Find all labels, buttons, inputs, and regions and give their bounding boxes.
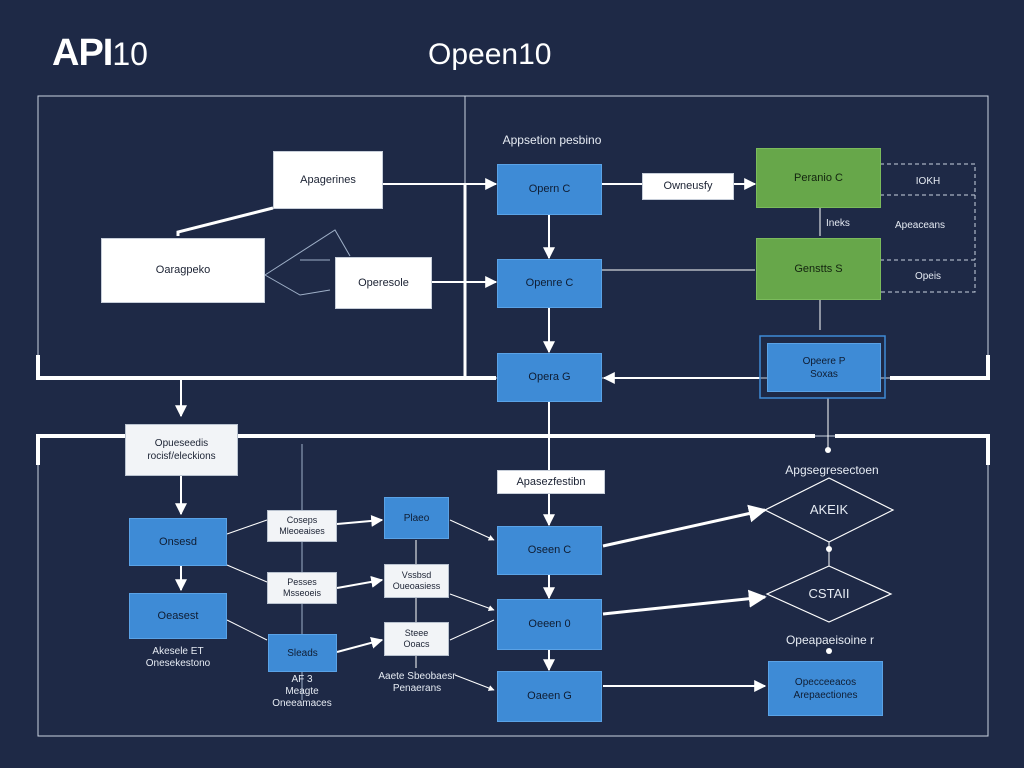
side-label-low: Opeis — [914, 271, 942, 282]
connector-mid-center1 — [449, 519, 495, 541]
connector-center1-diamond1 — [602, 504, 767, 548]
node-green-1[interactable]: Peranio C — [756, 148, 881, 208]
wire-left1-white2 — [226, 564, 268, 583]
framed-outline — [759, 335, 886, 399]
right-caption: Apgsegresectoen — [785, 463, 879, 477]
node-open-c-2[interactable]: Openre C — [497, 259, 602, 308]
thin-wire-2 — [264, 274, 331, 296]
side-label-mid-left: Ineks — [826, 218, 850, 229]
connector-caption-center3 — [454, 674, 495, 691]
side-label-mid-right: Apeaceans — [895, 220, 946, 231]
page-title-bold: API — [52, 32, 113, 74]
page-title-thin: 10 — [112, 36, 148, 72]
connector-oaragpeko-apagerines — [176, 206, 274, 236]
connector-mid-center2 — [449, 593, 495, 611]
junction-dot-1 — [826, 546, 832, 552]
node-open-c-1[interactable]: Opern C — [497, 164, 602, 215]
node-ownetsfy[interactable]: Owneusfy — [642, 173, 734, 200]
center-caption-box[interactable]: Apasezfestibn — [497, 470, 605, 494]
node-center-blue-1[interactable]: Oseen C — [497, 526, 602, 575]
diamond-2-label: CSTAII — [808, 586, 850, 601]
node-mid-white-1[interactable]: Vssbsd Oueoasiess — [384, 564, 449, 598]
node-oaragpeko[interactable]: Oaragpeko — [101, 238, 265, 303]
bottom-right-bus-bar — [835, 434, 990, 465]
node-apagerines[interactable]: Apagerines — [273, 151, 383, 209]
connector-blue-mid — [336, 636, 384, 653]
junction-dot-3 — [825, 447, 831, 453]
node-center-blue-3[interactable]: Oaeen G — [497, 671, 602, 722]
junction-dot-2 — [826, 648, 832, 654]
center-title: Opeen10 — [428, 38, 552, 71]
connector-white1-mid — [336, 514, 384, 527]
connector-center2-diamond2 — [602, 589, 767, 616]
small-caption: AF 3 Meagte Oneeamaces — [272, 674, 332, 709]
page-title: API10 — [52, 32, 148, 75]
bottom-bus-bar — [36, 434, 815, 465]
connector-mid-center3 — [449, 619, 495, 641]
node-mid-blue[interactable]: Plaeo — [384, 497, 449, 539]
node-small-white-2[interactable]: Pesses Msseoeis — [267, 572, 337, 604]
node-operesole[interactable]: Operesole — [335, 257, 432, 309]
node-green-2[interactable]: Genstts S — [756, 238, 881, 300]
decision-diamond-1[interactable] — [763, 477, 895, 543]
node-center-blue-2[interactable]: Oeeen 0 — [497, 599, 602, 650]
node-left-blue-1[interactable]: Onsesd — [129, 518, 227, 566]
node-right-blue[interactable]: Opecceeacos Arepaectiones — [768, 661, 883, 716]
node-framed-blue[interactable]: Opeere P Soxas — [767, 343, 881, 392]
connector-white2-mid — [336, 575, 384, 589]
top-bus-bar — [36, 355, 496, 380]
left-caption: Akesele ET Onesekestono — [145, 646, 211, 669]
wire-left1-white1 — [226, 519, 268, 535]
node-left-blue-2[interactable]: Oeasest — [129, 593, 227, 639]
node-bottom-header[interactable]: Opueseedis rocisf/eleckions — [125, 424, 238, 476]
node-mid-white-2[interactable]: Steee Ooacs — [384, 622, 449, 656]
top-caption: Appsetion pesbino — [502, 133, 602, 147]
top-right-bus-bar — [890, 355, 990, 380]
decision-diamond-2[interactable] — [765, 565, 893, 623]
diamond-1-label: AKEIK — [809, 502, 849, 517]
node-small-blue[interactable]: Sleads — [268, 634, 337, 672]
wire-left2-blue — [226, 619, 268, 641]
right-bottom-caption: Opeapaeisoine r — [785, 633, 875, 647]
thin-wire-1 — [264, 229, 351, 276]
node-open-g[interactable]: Opera G — [497, 353, 602, 402]
mid-caption: Aaete Sbeobaesr Penaerans — [378, 671, 456, 694]
side-label-top: IOKH — [915, 176, 941, 187]
node-small-white-1[interactable]: Coseps Mleoeaises — [267, 510, 337, 542]
